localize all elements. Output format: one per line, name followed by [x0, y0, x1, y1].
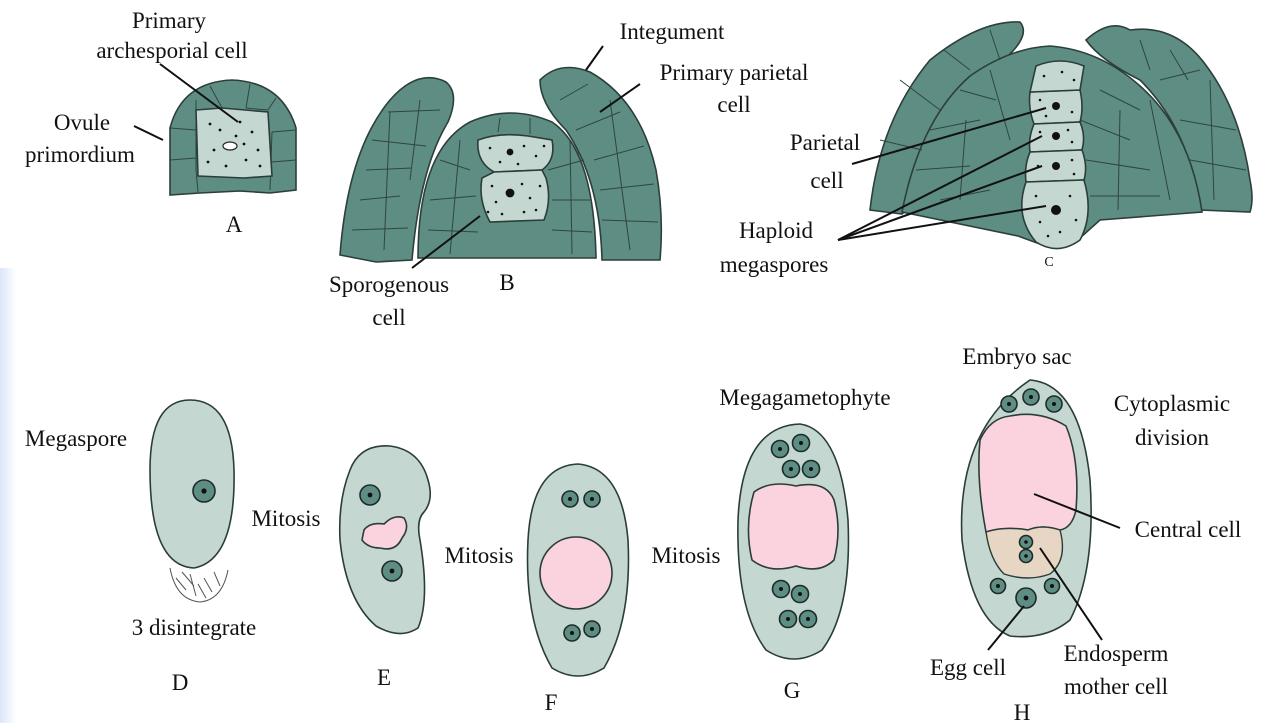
leader-integument — [586, 46, 603, 70]
label-primary: Primary — [132, 8, 207, 33]
nucleolus-f-1 — [568, 497, 572, 501]
disintegrated-megaspores — [170, 568, 228, 602]
label-egg-cell: Egg cell — [930, 655, 1006, 680]
central-vacuole-g — [748, 484, 838, 569]
caption-d: D — [172, 670, 189, 695]
label-cytoplasmic: Cytoplasmic — [1114, 391, 1230, 416]
sporogenous-cell-b — [481, 170, 549, 222]
label-central-cell: Central cell — [1135, 517, 1242, 542]
label-sporogenous-cell: cell — [372, 305, 405, 330]
caption-c: C — [1044, 255, 1053, 270]
c-nucleus-4 — [1051, 205, 1061, 215]
vacuole-f — [540, 537, 612, 609]
c-nucleus-3 — [1052, 162, 1060, 170]
stage-b: Integument Primary parietal cell Sporoge… — [329, 19, 808, 330]
stage-d: Megaspore 3 disintegrate D — [25, 400, 256, 695]
label-mother-cell: mother cell — [1064, 674, 1168, 699]
c-nucleus-1 — [1052, 102, 1060, 110]
caption-b: B — [499, 270, 514, 295]
caption-h: H — [1014, 700, 1031, 723]
caption-a: A — [226, 212, 243, 237]
label-parietal-cell-word: cell — [717, 92, 750, 117]
label-archesporial-cell: archesporial cell — [96, 38, 247, 63]
label-mitosis-3: Mitosis — [651, 543, 720, 568]
label-mitosis-1: Mitosis — [251, 506, 320, 531]
nucleolus-e-top — [368, 493, 373, 498]
label-parietal: Parietal — [790, 130, 860, 155]
central-cell-vacuole — [979, 414, 1077, 532]
c-nucleus-2 — [1052, 132, 1060, 140]
megaspore-d — [150, 400, 234, 568]
nucleolus-f-3 — [570, 631, 574, 635]
label-primary-parietal: Primary parietal — [660, 60, 809, 85]
label-primordium: primordium — [25, 142, 135, 167]
stage-f: Mitosis F — [444, 464, 628, 715]
label-parietal-cell: cell — [810, 168, 843, 193]
label-haploid: Haploid — [739, 218, 814, 243]
label-division: division — [1135, 425, 1210, 450]
caption-f: F — [545, 690, 558, 715]
label-megagametophyte: Megagametophyte — [719, 385, 890, 410]
label-ovule: Ovule — [54, 110, 110, 135]
parietal-cell-b — [478, 135, 553, 172]
label-megaspore: Megaspore — [25, 426, 127, 451]
caption-e: E — [377, 665, 391, 690]
leader-ovule-primordium — [134, 126, 163, 140]
label-embryo-sac: Embryo sac — [962, 344, 1071, 369]
parietal-top-c — [1030, 61, 1084, 92]
caption-g: G — [784, 678, 801, 703]
nucleolus-f-2 — [590, 497, 594, 501]
archesporial-nucleus — [223, 142, 237, 150]
stage-a: Primary archesporial cell Ovule primordi… — [25, 8, 296, 237]
sporogenous-nucleus-b — [506, 189, 515, 198]
label-endosperm: Endosperm — [1064, 641, 1169, 666]
label-mitosis-2: Mitosis — [444, 543, 513, 568]
stage-g: Mitosis Megagametophyte G — [651, 385, 890, 703]
label-megaspores: megaspores — [720, 252, 829, 277]
label-sporogenous: Sporogenous — [329, 272, 449, 297]
parietal-nucleus-b — [507, 149, 514, 156]
stage-e: Mitosis E — [251, 446, 430, 690]
label-integument: Integument — [620, 19, 725, 44]
label-3-disintegrate: 3 disintegrate — [132, 615, 257, 640]
stage-h: Embryo sac Cytoplasmic division Central … — [930, 344, 1241, 723]
nucleolus-f-4 — [590, 627, 594, 631]
nucleolus-e-bottom — [390, 569, 395, 574]
megaspore-d-nucleolus — [201, 488, 206, 493]
